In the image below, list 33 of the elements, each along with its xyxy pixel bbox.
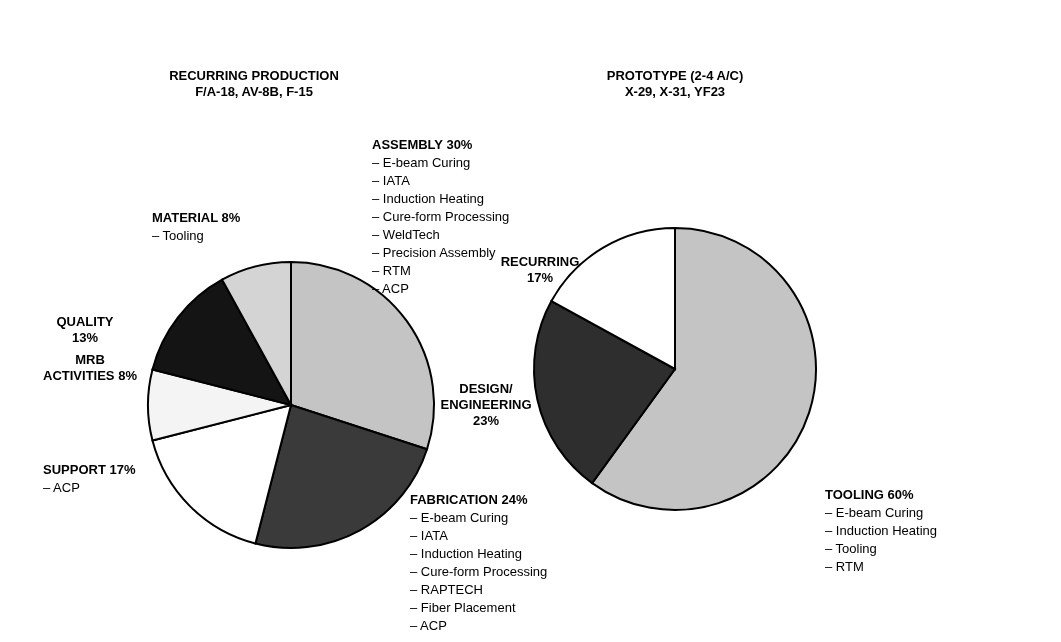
slice-label: RECURRING 17% xyxy=(500,254,580,286)
list-item: – RTM xyxy=(372,263,411,279)
slice-label: DESIGN/ ENGINEERING 23% xyxy=(439,381,533,429)
chart-title: RECURRING PRODUCTION xyxy=(168,68,340,84)
chart-subtitle: X-29, X-31, YF23 xyxy=(623,84,727,100)
list-item: – IATA xyxy=(372,173,410,189)
list-item: – Tooling xyxy=(825,541,877,557)
chart-subtitle: F/A-18, AV-8B, F-15 xyxy=(194,84,314,100)
chart-title: PROTOTYPE (2-4 A/C) xyxy=(605,68,745,84)
list-item: – E-beam Curing xyxy=(825,505,924,521)
slice-label: TOOLING 60% xyxy=(825,487,914,503)
slice-label: QUALITY 13% xyxy=(55,314,115,346)
list-item: – E-beam Curing xyxy=(410,510,509,526)
list-item: – RTM xyxy=(825,559,864,575)
list-item: – Induction Heating xyxy=(825,523,938,539)
slice-label: ASSEMBLY 30% xyxy=(372,137,473,153)
list-item: – ACP xyxy=(410,618,447,634)
slice-label: MRB ACTIVITIES 8% xyxy=(42,352,138,384)
list-item: – Fiber Placement xyxy=(410,600,516,616)
slice-label: FABRICATION 24% xyxy=(410,492,528,508)
list-item: – Cure-form Processing xyxy=(410,564,548,580)
list-item: – Induction Heating xyxy=(372,191,485,207)
slice-label: SUPPORT 17% xyxy=(43,462,136,478)
list-item: – IATA xyxy=(410,528,448,544)
list-item: – Tooling xyxy=(152,228,204,244)
list-item: – WeldTech xyxy=(372,227,440,243)
list-item: – Cure-form Processing xyxy=(372,209,510,225)
list-item: – Induction Heating xyxy=(410,546,523,562)
list-item: – Precision Assembly xyxy=(372,245,496,261)
list-item: – E-beam Curing xyxy=(372,155,471,171)
slice-label: MATERIAL 8% xyxy=(152,210,241,226)
list-item: – RAPTECH xyxy=(410,582,483,598)
list-item: – ACP xyxy=(43,480,80,496)
